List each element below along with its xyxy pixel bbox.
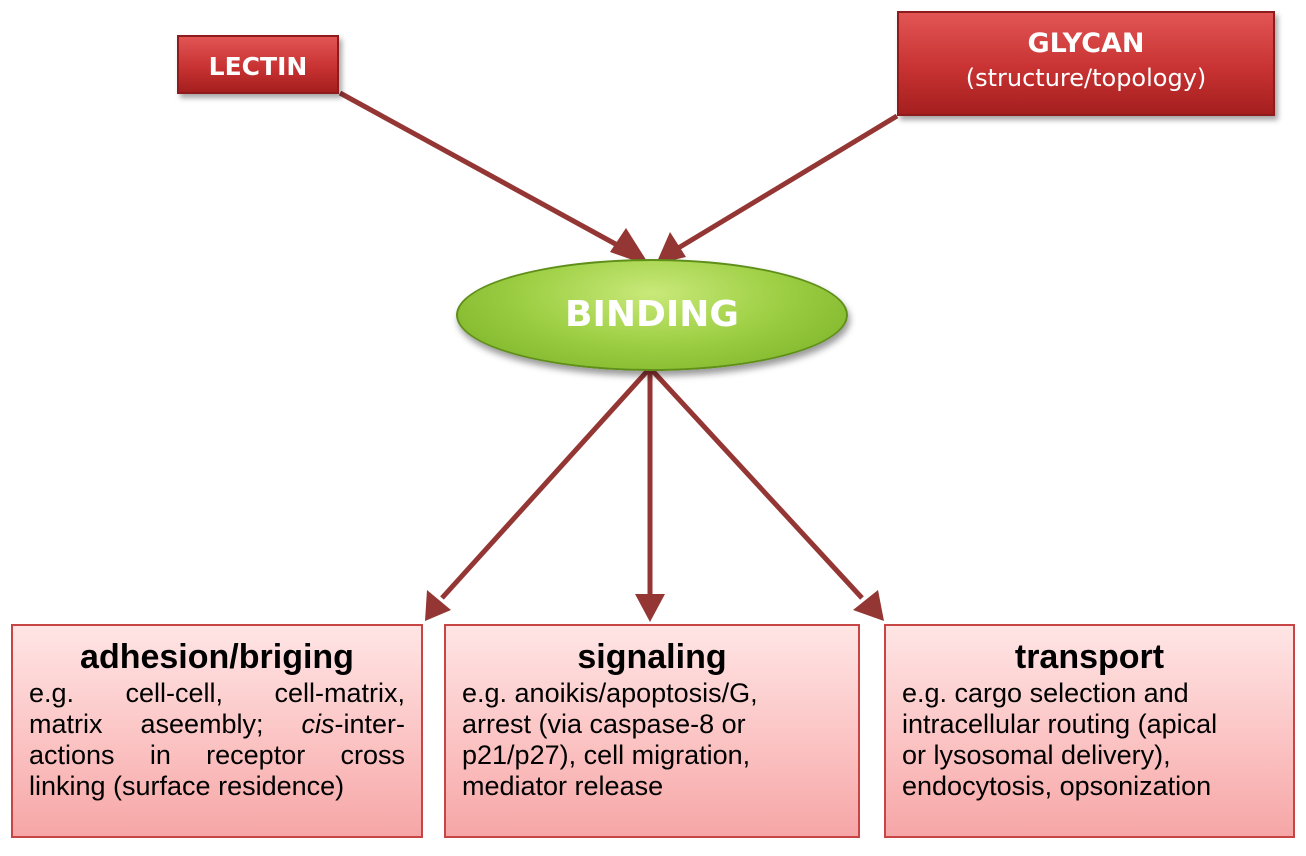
transport-text: e.g. cargo selection and intracellular r… (902, 678, 1277, 802)
signaling-line-1: e.g. anoikis/apoptosis/G, (462, 678, 758, 708)
glycan-label: GLYCAN (1027, 28, 1145, 59)
arrow-binding-to-signaling (635, 368, 665, 622)
binding-label: BINDING (565, 294, 739, 335)
arrow-lectin-to-binding (338, 90, 650, 266)
adhesion-line-3: actions in receptor cross (29, 740, 405, 770)
transport-line-4: endocytosis, opsonization (902, 771, 1212, 801)
glycan-sublabel: (structure/topology) (965, 64, 1207, 92)
transport-title: transport (1014, 638, 1165, 676)
signaling-title: signaling (577, 638, 727, 676)
outcome-adhesion-box: adhesion/briging e.g. cell-cell, cell-ma… (11, 624, 423, 838)
adhesion-cis-italic: cis (301, 709, 335, 739)
binding-node: BINDING (456, 259, 848, 371)
signaling-line-2: arrest (via caspase-8 or (462, 709, 746, 739)
arrow-binding-to-transport (648, 366, 884, 621)
signaling-line-4: mediator release (462, 771, 664, 801)
signaling-text: e.g. anoikis/apoptosis/G, arrest (via ca… (462, 678, 842, 802)
glycan-node: GLYCAN (structure/topology) (897, 11, 1275, 116)
arrow-binding-to-adhesion (425, 366, 652, 621)
transport-line-2: intracellular routing (apical (902, 709, 1218, 739)
outcome-transport-box: transport e.g. cargo selection and intra… (884, 624, 1295, 838)
lectin-node: LECTIN (177, 35, 339, 94)
adhesion-line-4: linking (surface residence) (29, 771, 345, 801)
outcome-signaling-box: signaling e.g. anoikis/apoptosis/G, arre… (444, 624, 860, 838)
transport-line-1: e.g. cargo selection and (902, 678, 1189, 708)
adhesion-title: adhesion/briging (80, 638, 354, 676)
signaling-line-3: p21/p27), cell migration, (462, 740, 751, 770)
adhesion-line-2c: -inter- (334, 709, 405, 739)
adhesion-line-2: matrix aseembly; cis-inter- (29, 709, 405, 740)
transport-line-3: or lysosomal delivery), (902, 740, 1171, 770)
adhesion-line-1: e.g. cell-cell, cell-matrix, (29, 678, 405, 708)
arrow-glycan-to-binding (656, 113, 899, 264)
adhesion-text: e.g. cell-cell, cell-matrix, matrix asee… (29, 678, 405, 802)
lectin-label: LECTIN (208, 52, 308, 81)
adhesion-line-2a: matrix aseembly; (29, 709, 302, 739)
